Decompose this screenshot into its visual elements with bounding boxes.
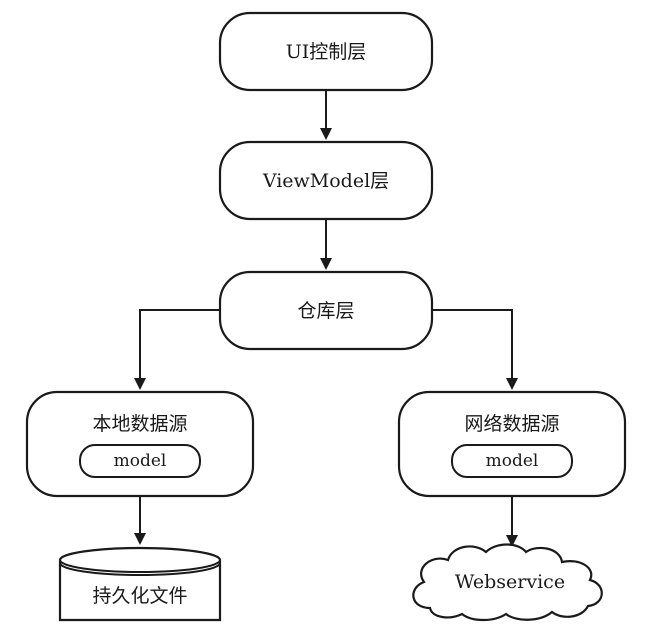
node-local-source: 本地数据源 model — [25, 390, 255, 498]
cloud-icon — [412, 543, 603, 622]
edge-repository-to-local — [134, 309, 220, 390]
ui-layer-label: UI控制层 — [286, 41, 367, 63]
node-webservice-cloud: Webservice — [412, 543, 603, 622]
remote-model-label: model — [486, 451, 539, 471]
node-remote-source: 网络数据源 model — [397, 390, 627, 498]
remote-model-box — [451, 444, 573, 478]
remote-source-title: 网络数据源 — [464, 413, 559, 435]
local-model-box — [79, 444, 201, 478]
database-cylinder-icon — [58, 546, 222, 622]
edge-repository-to-remote — [432, 309, 518, 390]
edges — [134, 90, 518, 547]
local-model-label: model — [114, 451, 167, 471]
node-ui-layer: UI控制层 — [218, 11, 434, 92]
webservice-label: Webservice — [455, 571, 565, 593]
node-persistence-database: 持久化文件 — [58, 546, 222, 622]
viewmodel-layer-label: ViewModel层 — [262, 170, 389, 192]
local-source-title: 本地数据源 — [92, 413, 187, 435]
node-repository-layer: 仓库层 — [218, 270, 434, 351]
persistence-label: 持久化文件 — [92, 585, 187, 607]
repository-layer-label: 仓库层 — [297, 300, 354, 322]
node-viewmodel-layer: ViewModel层 — [218, 140, 434, 221]
